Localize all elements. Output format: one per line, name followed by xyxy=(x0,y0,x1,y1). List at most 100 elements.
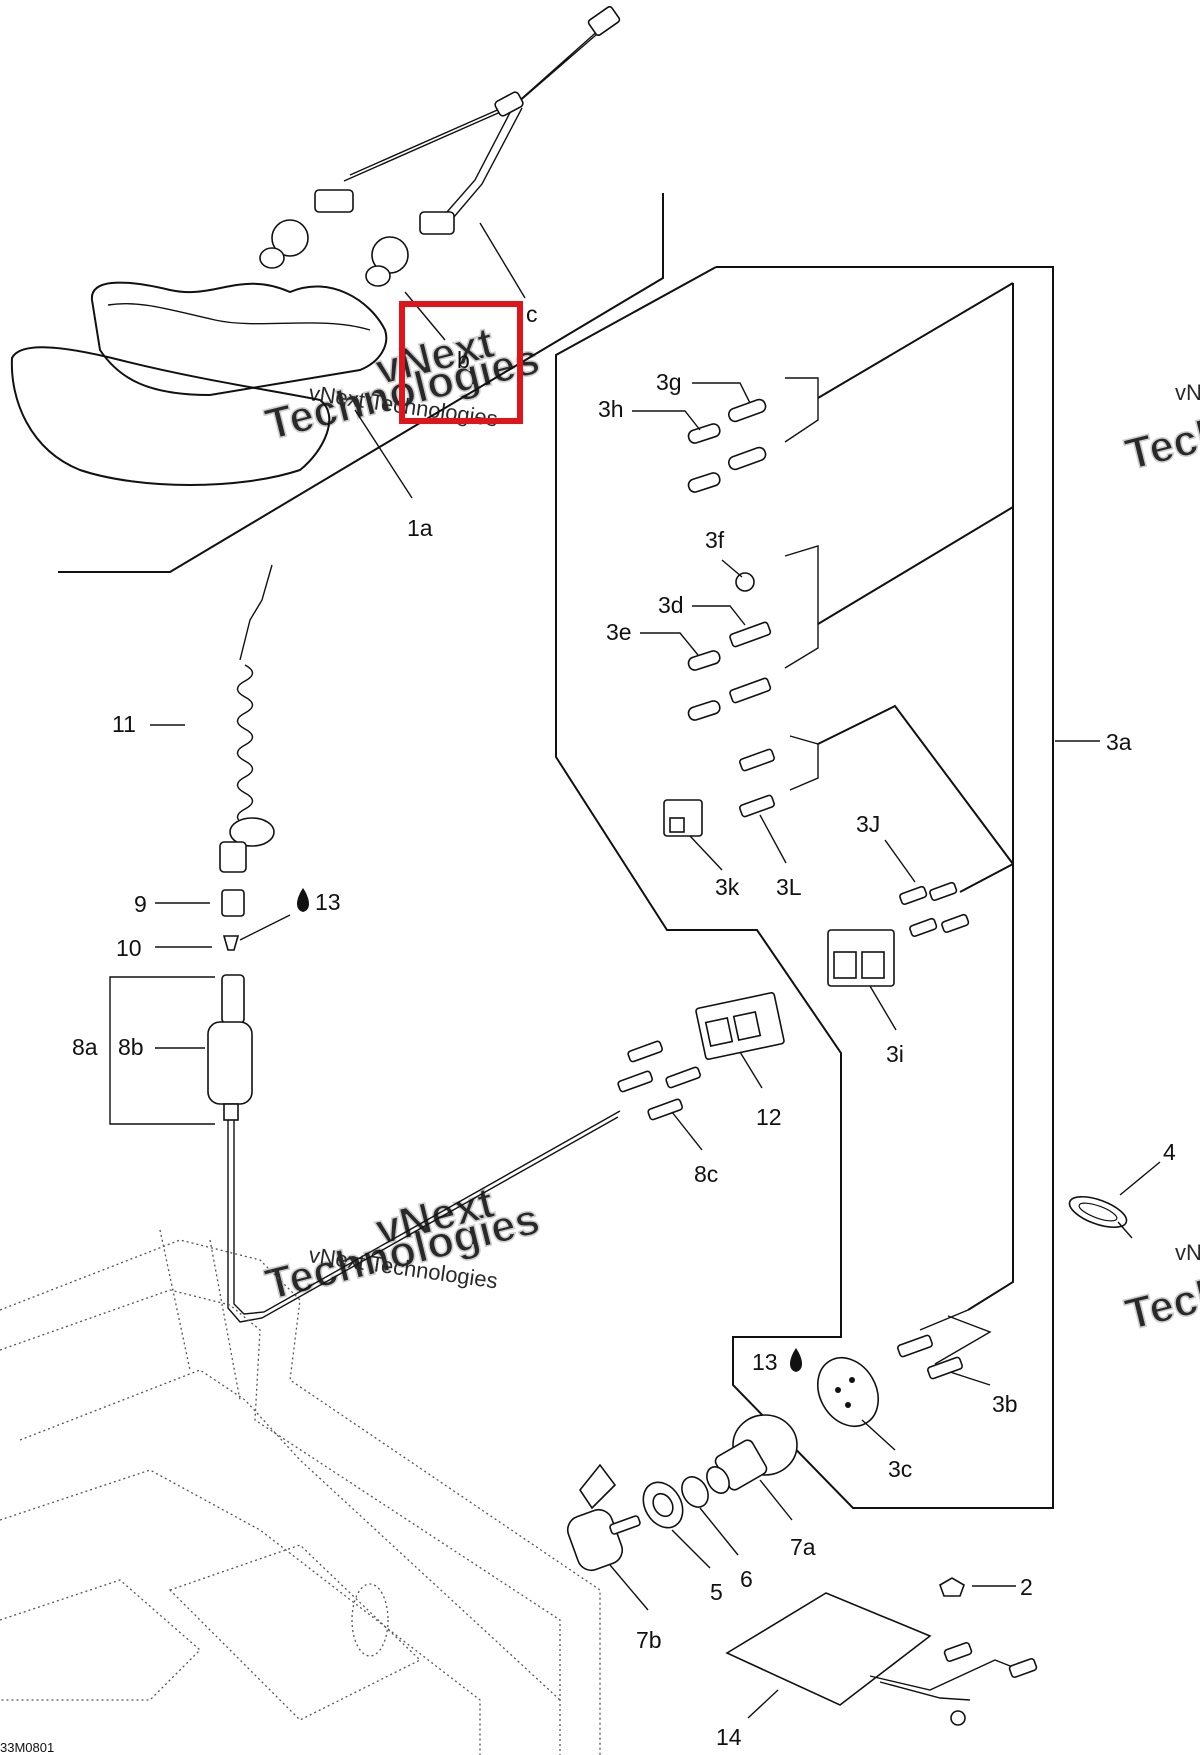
label-8b: 8b xyxy=(118,1034,144,1060)
bracket-3g xyxy=(784,377,819,443)
frame-lower xyxy=(0,1579,201,1701)
terminal-3g xyxy=(727,398,767,471)
label-14: 14 xyxy=(716,1724,742,1750)
label-7b: 7b xyxy=(636,1627,662,1653)
harness-branch-low xyxy=(817,704,1014,865)
headlamp-harness-wire-1 xyxy=(343,19,611,182)
key-top-7b xyxy=(579,1463,617,1510)
frame-line-1 xyxy=(0,1239,601,1755)
leader-3h xyxy=(632,410,701,431)
headlamp-inner-line xyxy=(107,302,371,331)
terminals-8c xyxy=(617,1040,701,1121)
leader-3b xyxy=(949,1371,991,1386)
frame-plate xyxy=(168,1544,422,1721)
bulb-left xyxy=(259,219,309,269)
label-9: 9 xyxy=(134,891,147,917)
leader-13a xyxy=(239,914,291,941)
leader-7b xyxy=(609,1564,649,1611)
cable-tie-4 xyxy=(1068,1195,1133,1239)
label-3i: 3i xyxy=(886,1041,904,1067)
leader-3e xyxy=(640,632,699,656)
label-3b: 3b xyxy=(992,1391,1018,1417)
leader-6 xyxy=(699,1507,739,1556)
headlamp-bracket-outline xyxy=(58,193,664,573)
label-12: 12 xyxy=(756,1104,782,1130)
switch-8b xyxy=(207,974,253,1121)
leader-3f xyxy=(721,559,743,578)
label-8c: 8c xyxy=(694,1161,718,1187)
sleeve-3e xyxy=(687,650,721,721)
bracket-3b xyxy=(934,1315,992,1365)
bracket-3l xyxy=(789,735,819,791)
watermark-serif-edge-2: vNext Technologies xyxy=(1175,1240,1200,1265)
leader-b xyxy=(404,291,446,341)
label-13b: 13 xyxy=(752,1349,778,1375)
heater-wire-a xyxy=(869,1659,1021,1691)
frame-line-3 xyxy=(19,1369,561,1701)
leader-7a xyxy=(759,1479,793,1521)
housing-3k xyxy=(663,799,703,837)
label-c: c xyxy=(526,301,538,327)
terminal-3l xyxy=(739,748,775,818)
label-3e: 3e xyxy=(606,619,632,645)
watermark-group: Technologies vNext vNext Technologies Te… xyxy=(260,317,1200,1340)
connector-left xyxy=(314,189,354,213)
label-13a: 13 xyxy=(315,889,341,915)
ring-terminal-3f xyxy=(735,572,755,592)
harness-enclosure-outline xyxy=(555,266,1054,1509)
label-3k: 3k xyxy=(715,874,740,900)
label-2: 2 xyxy=(1020,1574,1033,1600)
label-6: 6 xyxy=(740,1566,753,1592)
frame-line-4 xyxy=(0,1469,481,1755)
headlamp-housing xyxy=(90,281,388,397)
tether-key xyxy=(219,841,247,873)
connector-right xyxy=(419,211,455,235)
bracket-8a xyxy=(109,976,215,1125)
leader-3k xyxy=(689,835,723,871)
tether-cord-assembly: 11 9 13 10 8a 8b 8c xyxy=(72,564,785,1323)
harness-end-3b xyxy=(919,1309,969,1331)
label-3g: 3g xyxy=(656,369,682,395)
key-fob-7b xyxy=(566,1508,624,1572)
leader-14 xyxy=(747,1689,779,1719)
terminals-3j xyxy=(899,881,970,938)
harness-branch-top xyxy=(817,282,1014,399)
terminals-3b xyxy=(897,1334,963,1380)
label-3c: 3c xyxy=(888,1456,912,1482)
leader-3i xyxy=(869,985,897,1031)
tether-cap xyxy=(229,817,275,847)
harness-plug xyxy=(587,5,621,37)
label-3a: 3a xyxy=(1106,729,1132,755)
harness-enclosure: 3a 3g 3h 3f 3d 3e xyxy=(555,266,1132,1509)
heater-connector-2 xyxy=(1008,1657,1038,1679)
headlamp-assembly: c b 1a xyxy=(10,5,664,573)
leader-5 xyxy=(671,1529,711,1569)
label-7a: 7a xyxy=(790,1534,816,1560)
tether-coil xyxy=(236,664,254,842)
harness-sleeve xyxy=(494,91,524,117)
nut-2 xyxy=(939,1577,965,1597)
housing-12 xyxy=(695,992,785,1060)
frame-hole xyxy=(351,1583,389,1657)
heater-wire-b xyxy=(879,1681,971,1701)
switch-3c xyxy=(817,1357,879,1427)
label-b: b xyxy=(457,347,470,373)
leader-3j xyxy=(884,839,916,883)
leader-3c xyxy=(861,1419,896,1451)
vehicle-frame xyxy=(0,1229,601,1755)
key-blade-7b xyxy=(609,1515,641,1535)
ignition-assembly: 7a 6 5 7b 2 14 xyxy=(566,1414,1038,1750)
harness-branch-3j xyxy=(959,863,1014,893)
label-3d: 3d xyxy=(658,592,684,618)
label-10: 10 xyxy=(116,935,142,961)
leader-1a xyxy=(354,409,413,499)
housing-3i xyxy=(827,929,895,987)
label-3L: 3L xyxy=(776,874,802,900)
drawing-code: 33M0801 xyxy=(0,1740,54,1755)
part-9 xyxy=(221,889,245,917)
harness-trunk xyxy=(967,283,1014,1311)
part-10 xyxy=(222,935,240,951)
label-1a: 1a xyxy=(407,515,433,541)
sleeve-3h xyxy=(687,423,721,493)
